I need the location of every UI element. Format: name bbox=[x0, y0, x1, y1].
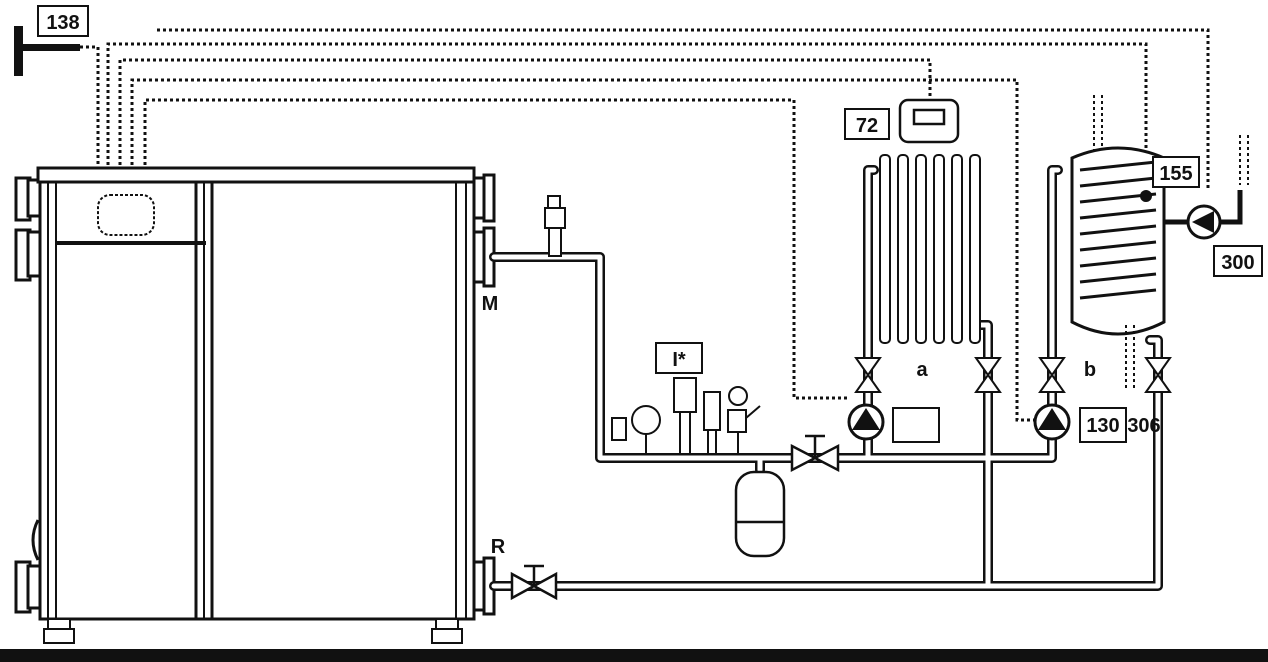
room-thermostat-icon bbox=[898, 98, 960, 144]
label-circuit-b: b bbox=[1084, 359, 1096, 381]
pump-a-box bbox=[892, 407, 940, 443]
dhw-sensor-icon bbox=[1140, 190, 1152, 202]
safety-group-icon bbox=[611, 377, 761, 455]
recirculation-pump-icon bbox=[1164, 135, 1249, 240]
pump-a-icon bbox=[847, 403, 885, 441]
control-wiring bbox=[80, 28, 1210, 422]
outdoor-sensor-icon bbox=[14, 26, 80, 76]
floor-line bbox=[0, 649, 1268, 662]
label-155: 155 bbox=[1159, 163, 1192, 185]
label-safety-group: I* bbox=[672, 349, 686, 371]
boiler-display bbox=[97, 194, 155, 236]
boiler bbox=[14, 166, 496, 644]
label-300: 300 bbox=[1221, 252, 1254, 274]
label-return: R bbox=[491, 536, 506, 558]
pump-b-icon bbox=[1033, 403, 1071, 441]
air-vent-icon bbox=[544, 195, 566, 257]
label-outlet: M bbox=[482, 293, 499, 315]
label-box-155 bbox=[1152, 156, 1200, 188]
shutoff-valve-icon bbox=[790, 434, 840, 473]
piping bbox=[489, 165, 1163, 591]
label-box-138 bbox=[37, 5, 89, 37]
radiator-valves bbox=[854, 357, 1172, 393]
label-box-safety bbox=[655, 342, 703, 374]
label-box-300 bbox=[1213, 245, 1263, 277]
label-box-130 bbox=[1079, 407, 1127, 443]
label-138: 138 bbox=[46, 12, 79, 34]
label-box-72 bbox=[844, 108, 890, 140]
label-circuit-a: a bbox=[916, 359, 928, 381]
expansion-vessel-icon bbox=[734, 470, 786, 558]
label-130: 130 bbox=[1086, 415, 1119, 437]
radiator-icon bbox=[879, 154, 981, 344]
return-valve-icon bbox=[510, 564, 558, 601]
label-72: 72 bbox=[856, 115, 878, 137]
label-306: 306 bbox=[1127, 415, 1160, 437]
